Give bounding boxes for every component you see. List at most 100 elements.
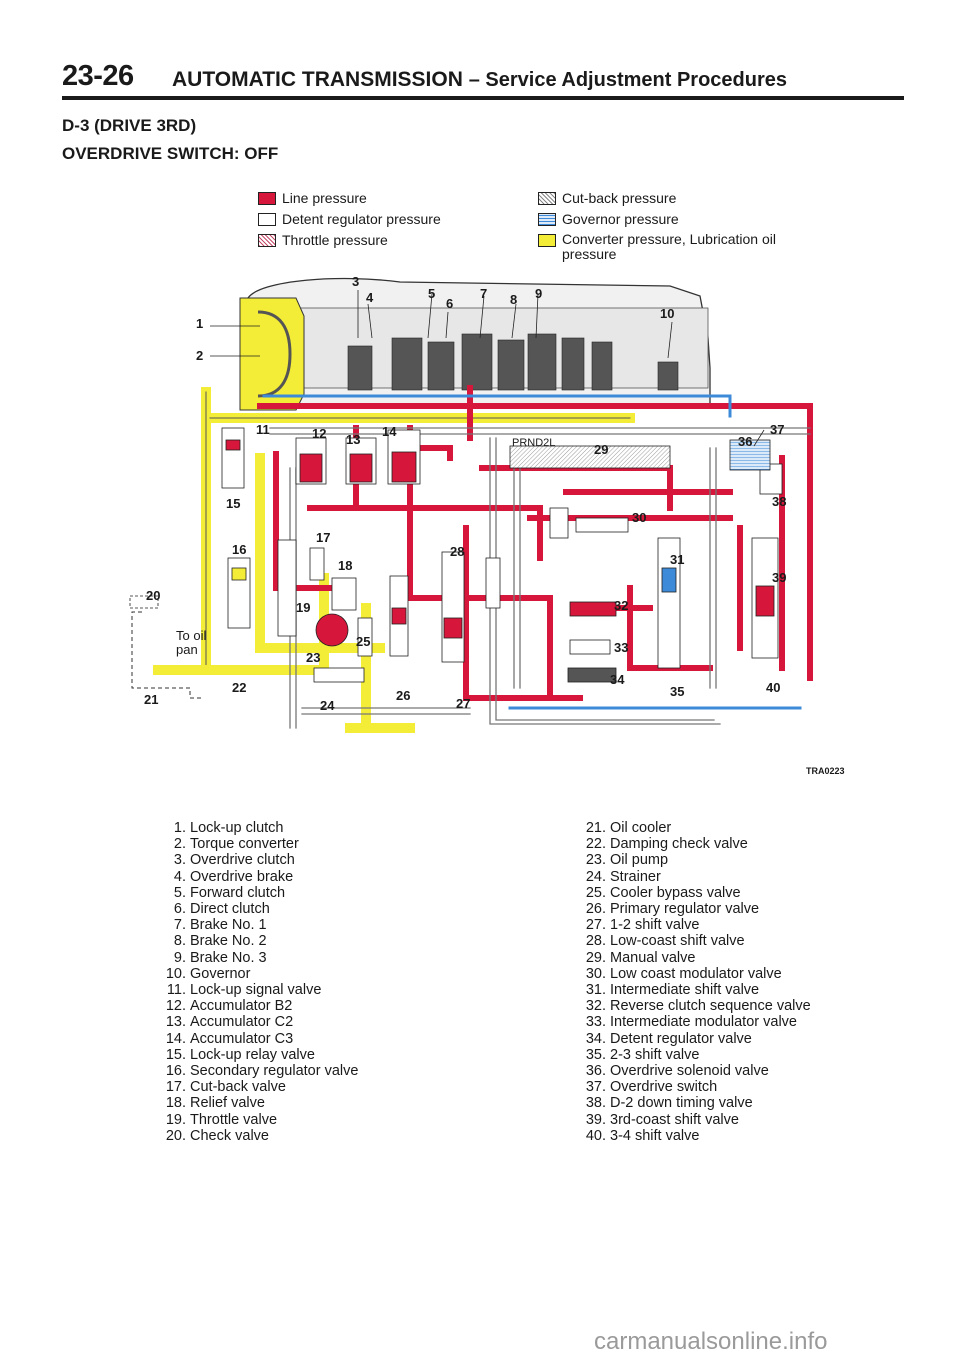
part-item: 11.Lock-up signal valve (164, 982, 358, 998)
legend-line-pressure: Line pressure (258, 190, 441, 211)
part-name: Overdrive solenoid valve (610, 1063, 769, 1080)
part-number: 22. (585, 836, 606, 853)
part-number: 21. (585, 820, 606, 836)
part-number: 2. (173, 836, 186, 853)
callout-9: 9 (535, 286, 542, 301)
legend-right: Cut-back pressure Governor pressure Conv… (538, 190, 812, 262)
part-name: Brake No. 3 (190, 949, 267, 966)
part-name: Intermediate modulator valve (610, 1014, 797, 1031)
part-name: Torque converter (190, 836, 299, 853)
part-name: Intermediate shift valve (610, 982, 760, 999)
part-item: 14.Accumulator C3 (164, 1031, 358, 1047)
part-item: 4.Overdrive brake (164, 869, 358, 885)
part-name: Accumulator C2 (190, 1014, 294, 1031)
callout-4: 4 (366, 290, 374, 305)
part-item: 37.Overdrive switch (584, 1079, 811, 1095)
part-number: 3. (173, 852, 186, 869)
part-number: 13. (165, 1014, 186, 1031)
legend-swatch-throttle (258, 234, 276, 247)
hydraulic-lines (153, 385, 813, 733)
part-name: Reverse clutch sequence valve (610, 998, 811, 1015)
figure-code: TRA0223 (806, 766, 845, 776)
part-name: 1-2 shift valve (610, 917, 700, 934)
part-number: 29. (585, 949, 606, 966)
part-item: 36.Overdrive solenoid valve (584, 1063, 811, 1079)
part-name: Low-coast shift valve (610, 933, 745, 950)
legend-converter-pressure: Converter pressure, Lubrication oil pres… (538, 232, 812, 262)
part-item: 1.Lock-up clutch (164, 820, 358, 836)
torque-converter (239, 297, 305, 411)
part-name: Accumulator C3 (190, 1030, 294, 1047)
part-item: 25.Cooler bypass valve (584, 885, 811, 901)
legend-throttle-pressure: Throttle pressure (258, 232, 441, 253)
part-number: 33. (585, 1014, 606, 1031)
legend-swatch-governor (538, 213, 556, 226)
part-item: 23.Oil pump (584, 852, 811, 868)
part-number: 10. (165, 965, 186, 982)
callout-32: 32 (614, 598, 628, 613)
oil-pan-note-line1: To oil (176, 628, 206, 643)
part-number: 31. (585, 982, 606, 999)
part-number: 39. (585, 1111, 606, 1128)
part-name: Oil cooler (610, 820, 672, 836)
part-number: 26. (585, 901, 606, 918)
part-name: Throttle valve (190, 1111, 278, 1128)
legend-swatch-line (258, 192, 276, 205)
page-title: AUTOMATIC TRANSMISSION – Service Adjustm… (172, 68, 787, 92)
legend-cut-back-pressure: Cut-back pressure (538, 190, 812, 211)
part-name: Cooler bypass valve (610, 884, 741, 901)
callout-16: 16 (232, 542, 246, 557)
part-number: 40. (585, 1127, 606, 1144)
part-item: 15.Lock-up relay valve (164, 1047, 358, 1063)
callout-1: 1 (196, 316, 203, 331)
oil-pan-note-line2: pan (176, 642, 198, 657)
callout-24: 24 (320, 698, 335, 713)
part-number: 32. (585, 998, 606, 1015)
part-number: 14. (165, 1030, 186, 1047)
part-item: 12.Accumulator B2 (164, 998, 358, 1014)
callout-15: 15 (226, 496, 240, 511)
part-name: Lock-up signal valve (190, 982, 322, 999)
part-item: 17.Cut-back valve (164, 1079, 358, 1095)
part-item: 32.Reverse clutch sequence valve (584, 998, 811, 1014)
callout-36: 36 (738, 434, 752, 449)
part-item: 9.Brake No. 3 (164, 950, 358, 966)
part-number: 24. (585, 868, 606, 885)
part-number: 23. (585, 852, 606, 869)
part-number: 6. (173, 901, 186, 918)
part-number: 35. (585, 1046, 606, 1063)
part-name: Overdrive brake (190, 868, 294, 885)
transmission-housing (247, 277, 711, 409)
callout-20: 20 (146, 588, 160, 603)
part-name: Manual valve (610, 949, 696, 966)
part-item: 30.Low coast modulator valve (584, 966, 811, 982)
callout-35: 35 (670, 684, 684, 699)
part-item: 3.Overdrive clutch (164, 852, 358, 868)
page-number: 23-26 (62, 60, 134, 92)
part-item: 40.3-4 shift valve (584, 1128, 811, 1144)
callout-26: 26 (396, 688, 410, 703)
part-number: 5. (173, 884, 186, 901)
callout-34: 34 (610, 672, 625, 687)
callout-23: 23 (306, 650, 320, 665)
part-item: 22.Damping check valve (584, 836, 811, 852)
part-item: 16.Secondary regulator valve (164, 1063, 359, 1080)
callout-19: 19 (296, 600, 310, 615)
part-name: Direct clutch (190, 901, 270, 918)
part-number: 37. (585, 1079, 606, 1096)
callout-6: 6 (446, 296, 453, 311)
part-item: 19.Throttle valve (164, 1112, 358, 1128)
part-name: 2-3 shift valve (610, 1046, 700, 1063)
legend-swatch-cutback (538, 192, 556, 205)
callout-25: 25 (356, 634, 370, 649)
part-name: Brake No. 2 (190, 933, 267, 950)
callout-37: 37 (770, 422, 784, 437)
part-item: 18.Relief valve (164, 1095, 358, 1111)
part-name: Secondary regulator valve (190, 1063, 359, 1080)
watermark: carmanualsonline.info (594, 1328, 828, 1355)
callout-21: 21 (144, 692, 158, 707)
part-number: 11. (166, 982, 186, 999)
section-heading: D-3 (DRIVE 3RD) (62, 116, 197, 135)
